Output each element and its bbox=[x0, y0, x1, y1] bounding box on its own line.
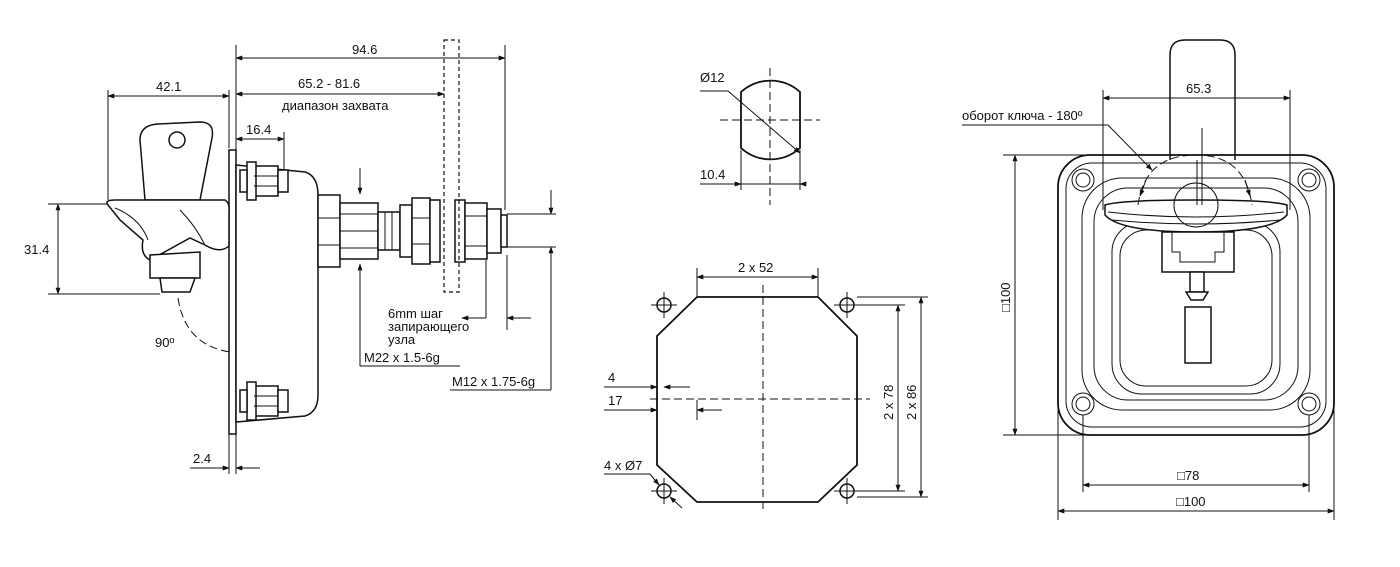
thread-m12-label: M12 x 1.75-6g bbox=[452, 374, 535, 389]
dim-overall-label: 94.6 bbox=[352, 42, 377, 57]
dim-grip-range: 65.2 - 81.6 диапазон захвата bbox=[235, 76, 445, 113]
dim-key-reach: 42.1 bbox=[107, 79, 230, 200]
shaft-section: Ø12 10.4 bbox=[700, 68, 820, 205]
dim-key-width-label: 65.3 bbox=[1186, 81, 1211, 96]
lock-step-line2: запирающего bbox=[388, 319, 469, 334]
front-view: оборот ключа - 180º 65.3 □100 □78 □100 bbox=[962, 39, 1335, 520]
shaft-diameter-label: Ø12 bbox=[700, 70, 725, 85]
panel-outline bbox=[443, 39, 460, 293]
angle-arc bbox=[177, 297, 231, 353]
key-handle bbox=[106, 121, 230, 293]
dim-offset-large-label: 17 bbox=[608, 393, 622, 408]
lock-step-line1: 6mm шаг bbox=[388, 306, 443, 321]
thread-m12-callout: M12 x 1.75-6g bbox=[450, 190, 556, 391]
holes-label: 4 x Ø7 bbox=[604, 458, 642, 473]
dim-plate-thickness: 2.4 bbox=[190, 434, 260, 474]
grip-range-caption: диапазон захвата bbox=[282, 98, 389, 113]
mounting-template: 2 x 52 2 x 78 2 x 86 4 17 4 x Ø7 bbox=[604, 260, 928, 510]
shaft-flat-label: 10.4 bbox=[700, 167, 725, 182]
bottom-terminal bbox=[239, 381, 289, 421]
dim-grip-range-label: 65.2 - 81.6 bbox=[298, 76, 360, 91]
dim-inner-height-label: 2 x 78 bbox=[881, 385, 896, 420]
key-angle-label: 90º bbox=[155, 335, 174, 350]
dim-offset-small-label: 4 bbox=[608, 370, 615, 385]
mounting-plate bbox=[228, 149, 237, 435]
hex-nut-m22 bbox=[317, 194, 401, 268]
dim-plate-thickness-label: 2.4 bbox=[193, 451, 211, 466]
dim-terminal-offset: 16.4 bbox=[235, 122, 285, 170]
lock-step-line3: узла bbox=[388, 332, 416, 347]
dim-top-width-label: 2 x 52 bbox=[738, 260, 773, 275]
dim-key-height: 31.4 bbox=[24, 203, 160, 295]
lever-bar bbox=[1104, 199, 1288, 233]
dim-hole-spacing-label: □78 bbox=[1177, 468, 1199, 483]
indicator-slot bbox=[1184, 306, 1212, 364]
dim-overall: 94.6 bbox=[235, 42, 506, 210]
switch-body bbox=[235, 164, 319, 423]
lock-step-callout: 6mm шаг запирающего узла bbox=[388, 255, 531, 347]
key-turn-label: оборот ключа - 180º bbox=[962, 108, 1083, 123]
dim-key-reach-label: 42.1 bbox=[156, 79, 181, 94]
dim-terminal-offset-label: 16.4 bbox=[246, 122, 271, 137]
side-view: 90º 94.6 65.2 - 81.6 диапазон захвата 42… bbox=[24, 39, 556, 474]
dim-outer-height-label: 2 x 86 bbox=[904, 385, 919, 420]
thread-m22-label: M22 x 1.5-6g bbox=[364, 350, 440, 365]
key-turn-arc bbox=[1137, 154, 1253, 206]
dim-height-label: □100 bbox=[998, 282, 1013, 312]
top-terminal bbox=[239, 161, 289, 201]
dim-key-height-label: 31.4 bbox=[24, 242, 49, 257]
dim-width-label: □100 bbox=[1176, 494, 1206, 509]
inner-recess bbox=[1081, 177, 1311, 411]
thread-m22-callout: M22 x 1.5-6g bbox=[357, 168, 460, 367]
lock-assembly bbox=[399, 197, 508, 265]
cutout-outline bbox=[656, 296, 858, 503]
